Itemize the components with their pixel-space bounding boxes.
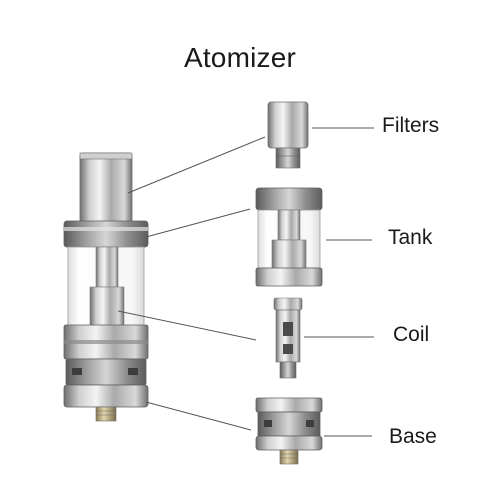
part-filters [267, 101, 309, 169]
diagram-title: Atomizer [183, 42, 297, 73]
leader-lines [117, 127, 374, 437]
label-tank: Tank [388, 226, 433, 249]
label-base: Base [389, 425, 437, 448]
assembled-atomizer [63, 152, 149, 422]
part-base [255, 397, 323, 465]
leader-filters-assembly [127, 136, 266, 194]
part-coil [273, 297, 303, 379]
leader-tank-assembly [145, 208, 251, 238]
label-filters: Filters [382, 114, 440, 137]
part-tank [255, 187, 323, 287]
leader-base-assembly [145, 401, 252, 431]
label-coil: Coil [393, 323, 430, 346]
leader-coil-assembly [117, 310, 257, 341]
